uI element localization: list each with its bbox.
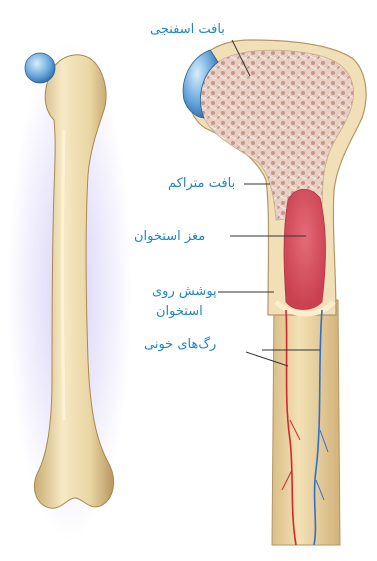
- label-periosteum-line1: پوشش روی: [152, 284, 217, 300]
- label-spongy-tissue: بافت اسفنجی: [150, 22, 225, 38]
- femur-head-cartilage: [25, 53, 55, 83]
- marrow-cavity: [284, 189, 326, 309]
- whole-femur: [8, 40, 132, 540]
- label-compact-tissue: بافت متراکم: [168, 176, 235, 192]
- label-blood-vessels: رگ‌های خونی: [144, 337, 216, 353]
- label-periosteum-line2: استخوان: [156, 304, 203, 320]
- shaft-outer: [272, 300, 340, 545]
- label-bone-marrow: مغز استخوان: [134, 229, 205, 245]
